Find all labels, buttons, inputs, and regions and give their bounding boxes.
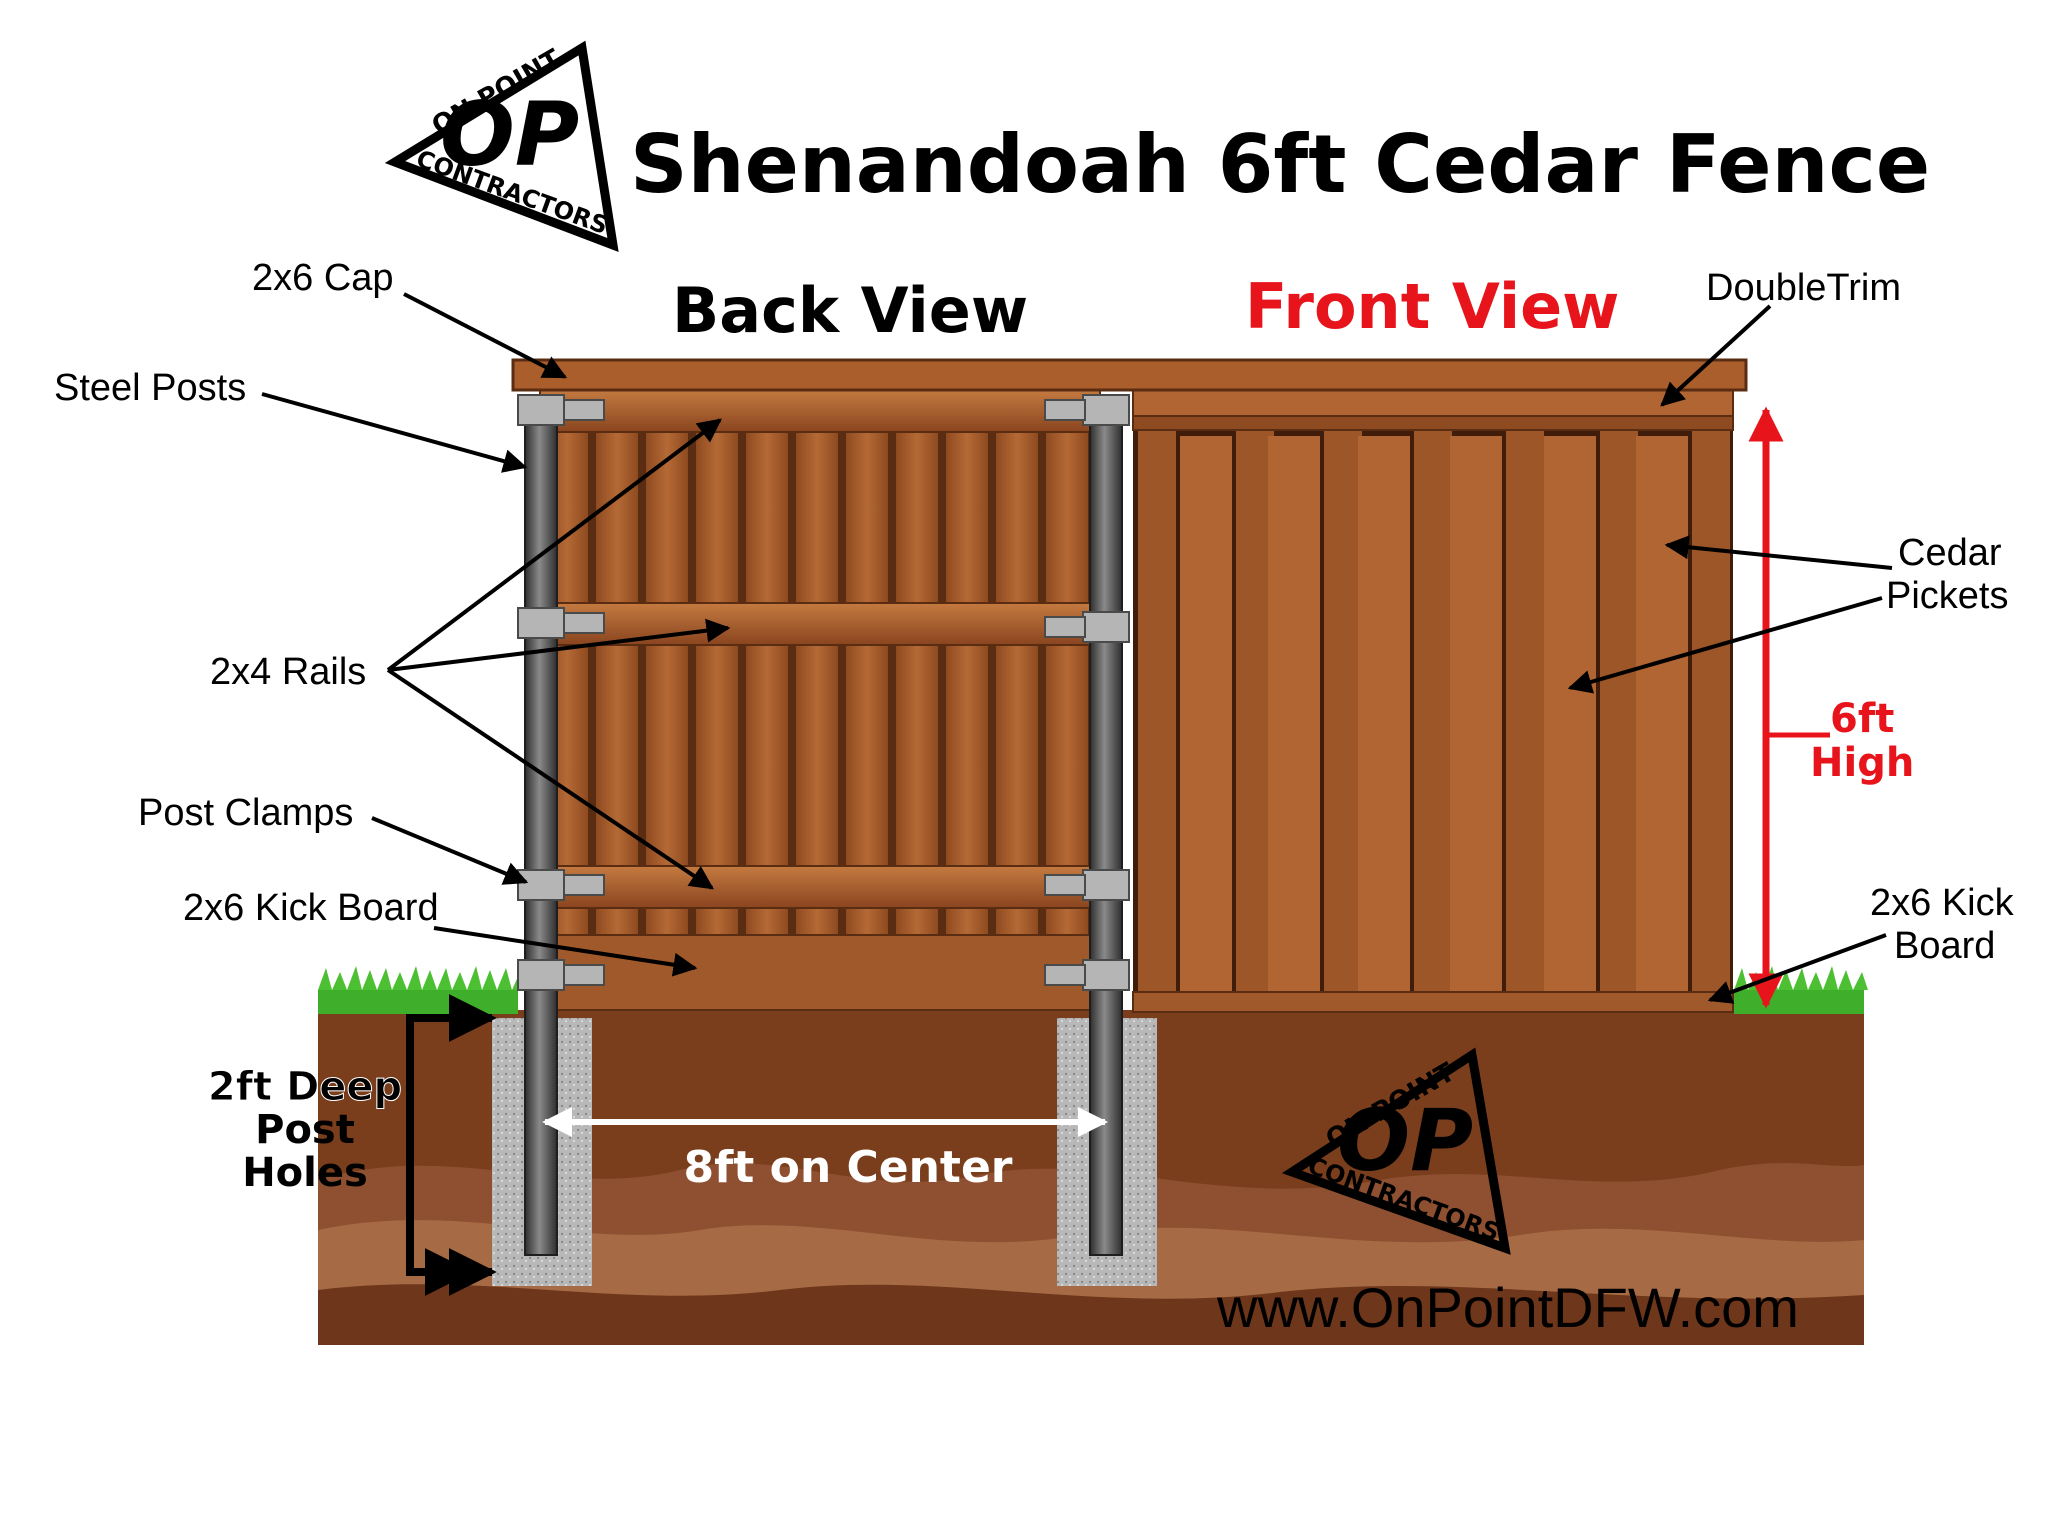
depth-label-line3: Holes	[242, 1150, 368, 1196]
back-rail-top	[539, 389, 1101, 433]
grass-left	[318, 966, 542, 1014]
back-rail-bottom	[539, 865, 1101, 909]
logo-top: OP ON POINT CONTRACTORS	[384, 40, 619, 252]
page-title: Shenandoah 6ft Cedar Fence	[630, 118, 1930, 211]
callout-leaders	[261, 292, 1893, 1004]
callout-kick-board-front-line1: 2x6 Kick	[1870, 882, 2015, 924]
callout-cedar-pickets-line2: Pickets	[1886, 575, 2008, 617]
back-view-panel	[539, 389, 1101, 1011]
grass-right	[1734, 966, 1868, 1014]
callout-cedar-pickets-line1: Cedar	[1898, 532, 2002, 574]
front-view-label: Front View	[1245, 270, 1619, 343]
callout-rails: 2x4 Rails	[210, 651, 366, 693]
spacing-label: 8ft on Center	[683, 1142, 1012, 1193]
post-clamps	[517, 394, 1130, 991]
height-label-line1: 6ft	[1830, 696, 1894, 742]
logo-bottom-mark: OP	[1337, 1091, 1473, 1191]
website-url: www.OnPointDFW.com	[1216, 1276, 1799, 1339]
callout-post-clamps: Post Clamps	[138, 792, 353, 834]
callout-cap: 2x6 Cap	[252, 257, 394, 299]
depth-label-line2: Post	[255, 1107, 355, 1153]
back-view-label: Back View	[672, 274, 1028, 347]
back-kick-board	[539, 934, 1101, 1011]
cap-board	[511, 358, 1748, 392]
callout-double-trim: DoubleTrim	[1706, 267, 1901, 309]
back-rail-middle	[539, 602, 1101, 646]
callout-kick-board-back: 2x6 Kick Board	[183, 887, 439, 929]
back-pickets	[546, 430, 1088, 935]
callout-kick-board-front-line2: Board	[1894, 925, 1995, 967]
steel-post-left	[524, 394, 558, 1256]
front-kick-board	[1132, 991, 1734, 1013]
callout-steel-posts: Steel Posts	[54, 367, 246, 409]
depth-bracket	[406, 994, 497, 1296]
steel-post-right	[1089, 394, 1123, 1256]
logo-top-mark: OP	[440, 83, 579, 186]
double-trim	[1132, 387, 1734, 419]
depth-label-line1: 2ft Deep	[208, 1064, 402, 1110]
height-label-line2: High	[1810, 740, 1914, 786]
front-view-panel	[1132, 387, 1734, 1013]
front-pickets	[1138, 430, 1730, 995]
